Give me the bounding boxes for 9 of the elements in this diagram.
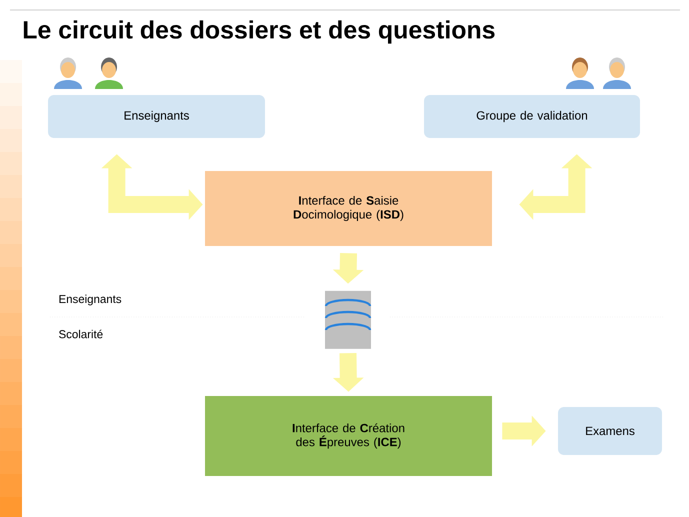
database-icon <box>325 290 371 349</box>
row-label: Scolarité <box>59 330 103 338</box>
label-box: Groupe de validation <box>424 95 640 138</box>
title: Le circuit des dossiers et des questions <box>24 20 495 44</box>
label-box: Enseignants <box>48 95 265 138</box>
process-box: Interface de Saisie Docimologique (ISD) <box>205 171 492 246</box>
process-box: Interface de Création des Épreuves (ICE) <box>205 396 492 476</box>
label-box: Examens <box>558 407 662 455</box>
row-label: Enseignants <box>59 294 122 306</box>
